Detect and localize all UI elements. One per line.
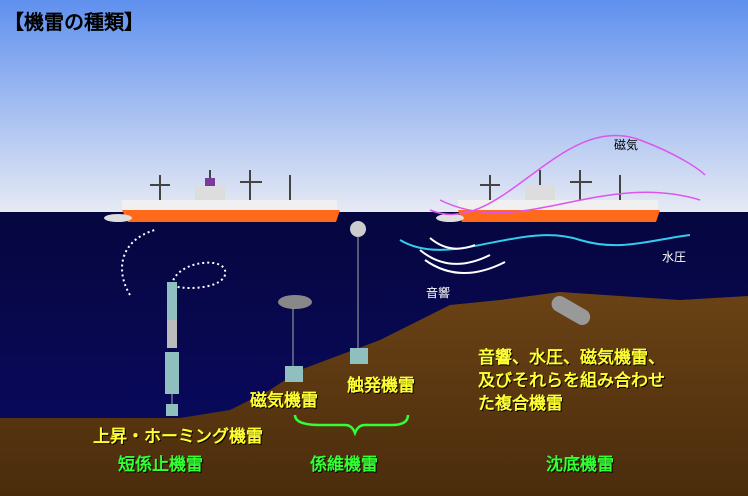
magnetic-field-wave bbox=[429, 134, 706, 216]
bottom-mine-desc-line-2: 及びそれらを組み合わせ bbox=[478, 371, 665, 391]
moored-mines-brace bbox=[293, 414, 410, 437]
water-pressure-wave bbox=[399, 234, 691, 251]
label-rising-homing-mine: 上昇・ホーミング機雷 bbox=[93, 427, 263, 447]
ship-left bbox=[104, 170, 340, 222]
seabed bbox=[0, 292, 748, 496]
label-acoustic: 音響 bbox=[426, 286, 451, 300]
label-water-pressure: 水圧 bbox=[662, 250, 687, 264]
magnetic-moored-mine bbox=[278, 295, 312, 382]
bottom-mine-desc-line-1: 音響、水圧、磁気機雷、 bbox=[478, 348, 665, 368]
page-title: 【機雷の種類】 bbox=[4, 10, 144, 34]
sky bbox=[0, 0, 748, 212]
label-magnetic-field: 磁気 bbox=[614, 138, 639, 152]
label-contact-mine: 触発機雷 bbox=[347, 376, 415, 396]
category-short-moored: 短係止機雷 bbox=[118, 455, 203, 475]
rising-homing-mine bbox=[121, 229, 227, 416]
contact-mine bbox=[350, 221, 368, 364]
category-bottom: 沈底機雷 bbox=[546, 455, 614, 475]
category-moored: 係維機雷 bbox=[310, 455, 378, 475]
label-magnetic-mine: 磁気機雷 bbox=[250, 391, 318, 411]
bottom-mine bbox=[551, 296, 591, 325]
bottom-mine-desc-line-3: た複合機雷 bbox=[478, 394, 563, 414]
acoustic-waves bbox=[419, 237, 506, 274]
